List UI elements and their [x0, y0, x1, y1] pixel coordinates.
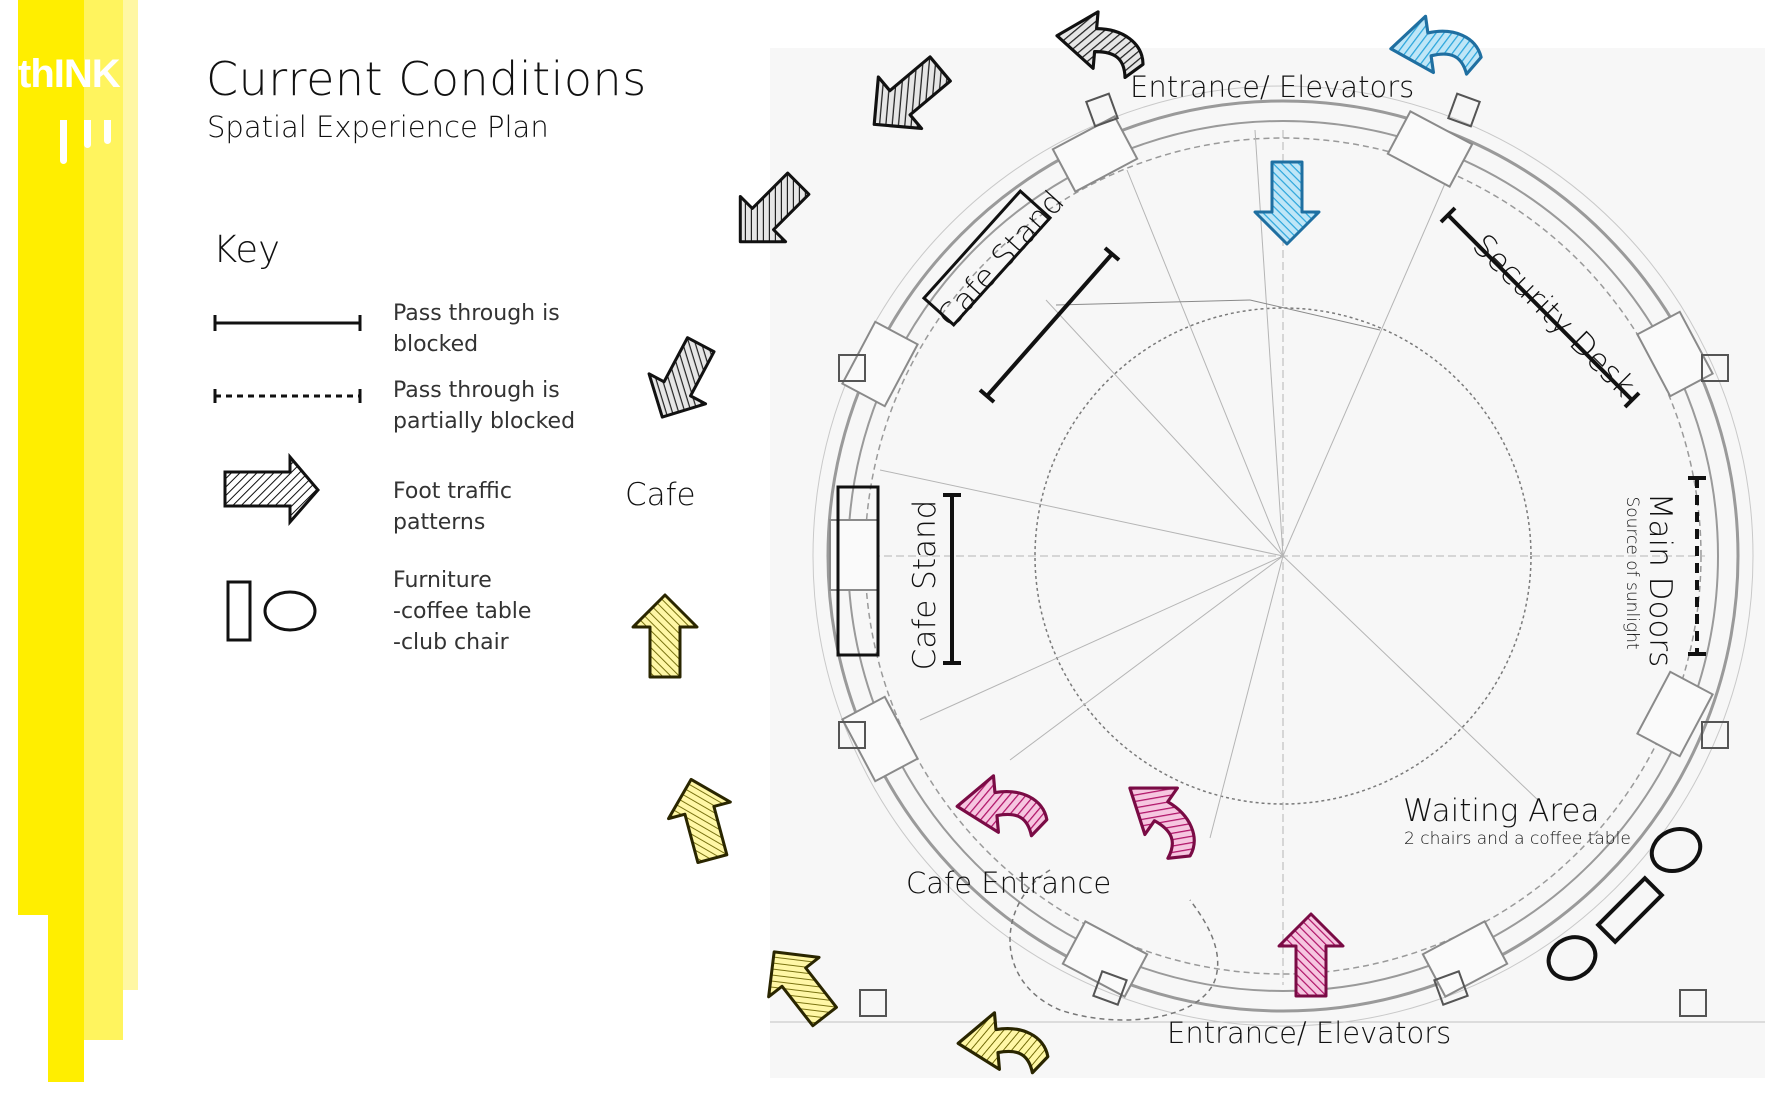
label-cafe-entrance: Cafe Entrance — [906, 866, 1112, 900]
outer-columns — [838, 92, 1729, 1017]
page-subtitle: Spatial Experience Plan — [207, 110, 549, 144]
label-waiting-area: Waiting Area — [1403, 793, 1600, 829]
brand-logo: thINK — [18, 52, 121, 96]
logo-drip — [60, 120, 67, 164]
label-main-doors-note: Source of sunlight — [1622, 496, 1642, 650]
blocked-lines — [943, 206, 1641, 665]
key-label-furniture: Furniture -coffee table -club chair — [393, 568, 532, 655]
waiting-furniture — [1546, 827, 1703, 981]
label-cafe-stand-vertical: Cafe Stand — [907, 499, 943, 671]
label-cafe: Cafe — [625, 477, 696, 513]
cafe-stand-rect-left — [836, 485, 880, 657]
label-main-doors: Main Doors — [1642, 492, 1678, 668]
brand-stripe-main-2 — [48, 0, 84, 1082]
radial-lines — [860, 129, 1705, 985]
traffic-arrow-yellow — [631, 593, 699, 679]
traffic-arrow-black — [632, 328, 731, 434]
key-label-partially-blocked: Pass through is partially blocked — [393, 378, 576, 434]
dashed-line-icon — [213, 389, 362, 403]
logo-drip — [84, 120, 91, 148]
cafe-stand-rect-top — [921, 188, 1053, 328]
partially-blocked-line — [1688, 476, 1706, 656]
key-icons — [213, 315, 362, 642]
logo-drip — [104, 120, 111, 144]
label-entrance-top: Entrance/ Elevators — [1130, 70, 1415, 104]
key-label-foot-traffic: Foot traffic patterns — [393, 479, 512, 535]
page-title: Current Conditions — [206, 52, 647, 106]
furniture-icon — [226, 580, 317, 642]
label-waiting-note: 2 chairs and a coffee table — [1404, 829, 1631, 849]
solid-line-icon — [213, 315, 362, 331]
arrow-icon — [223, 452, 320, 526]
traffic-arrow-yellow — [658, 769, 745, 869]
key-heading: Key — [213, 228, 281, 271]
key-label-blocked: Pass through is blocked — [393, 301, 560, 357]
brand-stripe-main — [18, 0, 48, 915]
label-entrance-bottom: Entrance/ Elevators — [1167, 1016, 1452, 1050]
